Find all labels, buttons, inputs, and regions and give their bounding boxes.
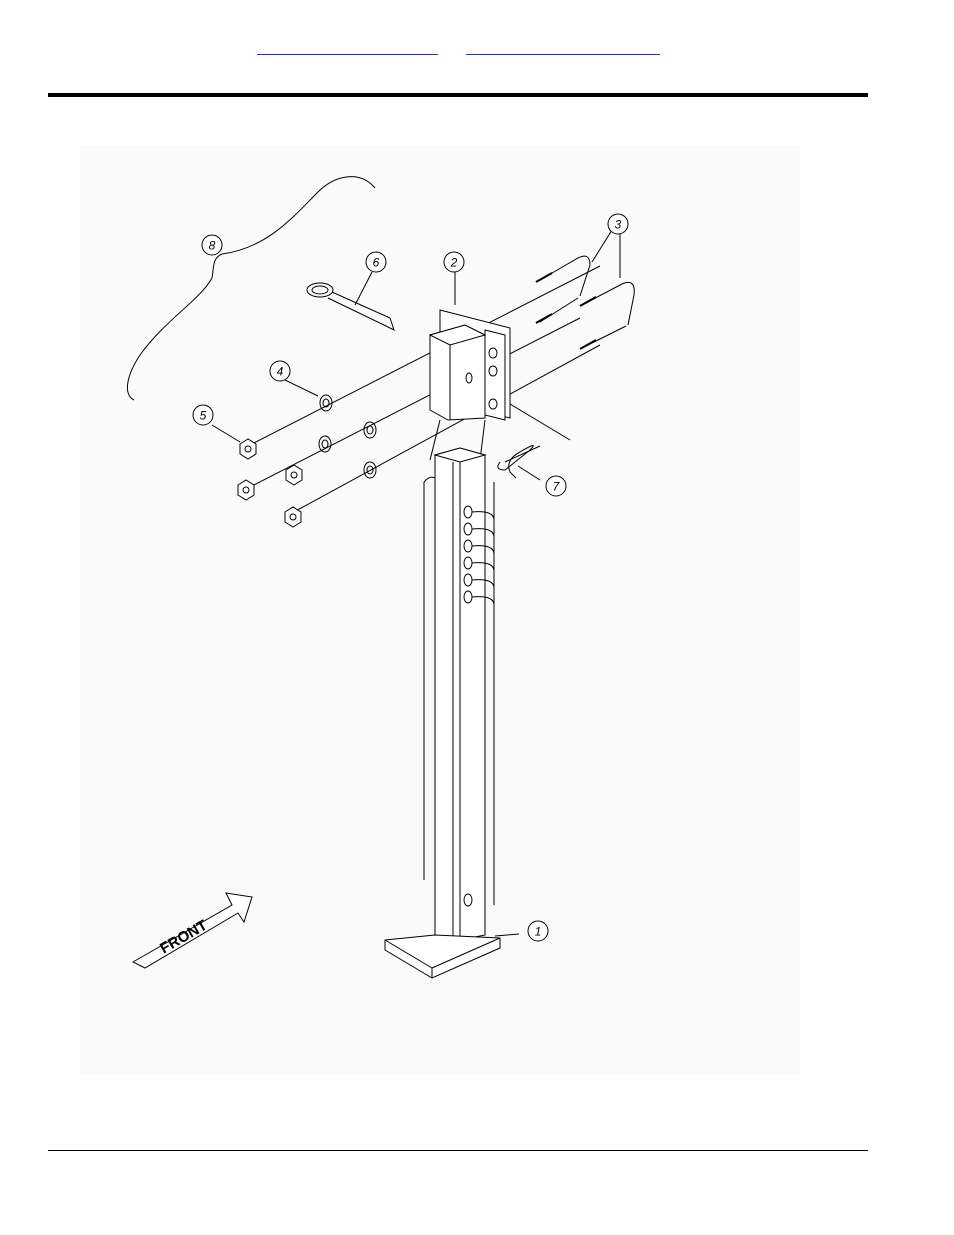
nuts [238, 439, 302, 527]
bottom-rule [48, 1150, 868, 1151]
svg-text:6: 6 [373, 256, 380, 270]
callout-8: 8 [202, 235, 222, 255]
svg-text:8: 8 [209, 239, 216, 253]
callout-1: 1 [528, 921, 548, 941]
u-bolt-rear [540, 256, 590, 322]
svg-text:3: 3 [615, 218, 622, 232]
hitch-pin [307, 283, 394, 330]
svg-text:2: 2 [450, 256, 458, 270]
hair-pin-clip [498, 445, 540, 478]
base-plate [385, 935, 500, 978]
callout-3: 3 [608, 214, 628, 234]
callout-7: 7 [546, 476, 566, 496]
callout-4: 4 [270, 361, 290, 381]
u-bolt-front [582, 282, 634, 348]
callout-2: 2 [444, 252, 464, 272]
callout-6: 6 [366, 252, 386, 272]
svg-text:1: 1 [535, 925, 542, 939]
bolt-threads [536, 273, 596, 349]
front-label: FRONT [157, 917, 210, 958]
callout-8-bracket [127, 177, 375, 400]
upper-sleeve [430, 325, 485, 420]
svg-text:4: 4 [277, 365, 284, 379]
callout-leaders [212, 230, 620, 936]
callout-5: 5 [193, 405, 213, 425]
svg-text:5: 5 [200, 409, 207, 423]
jack-post [424, 448, 494, 940]
